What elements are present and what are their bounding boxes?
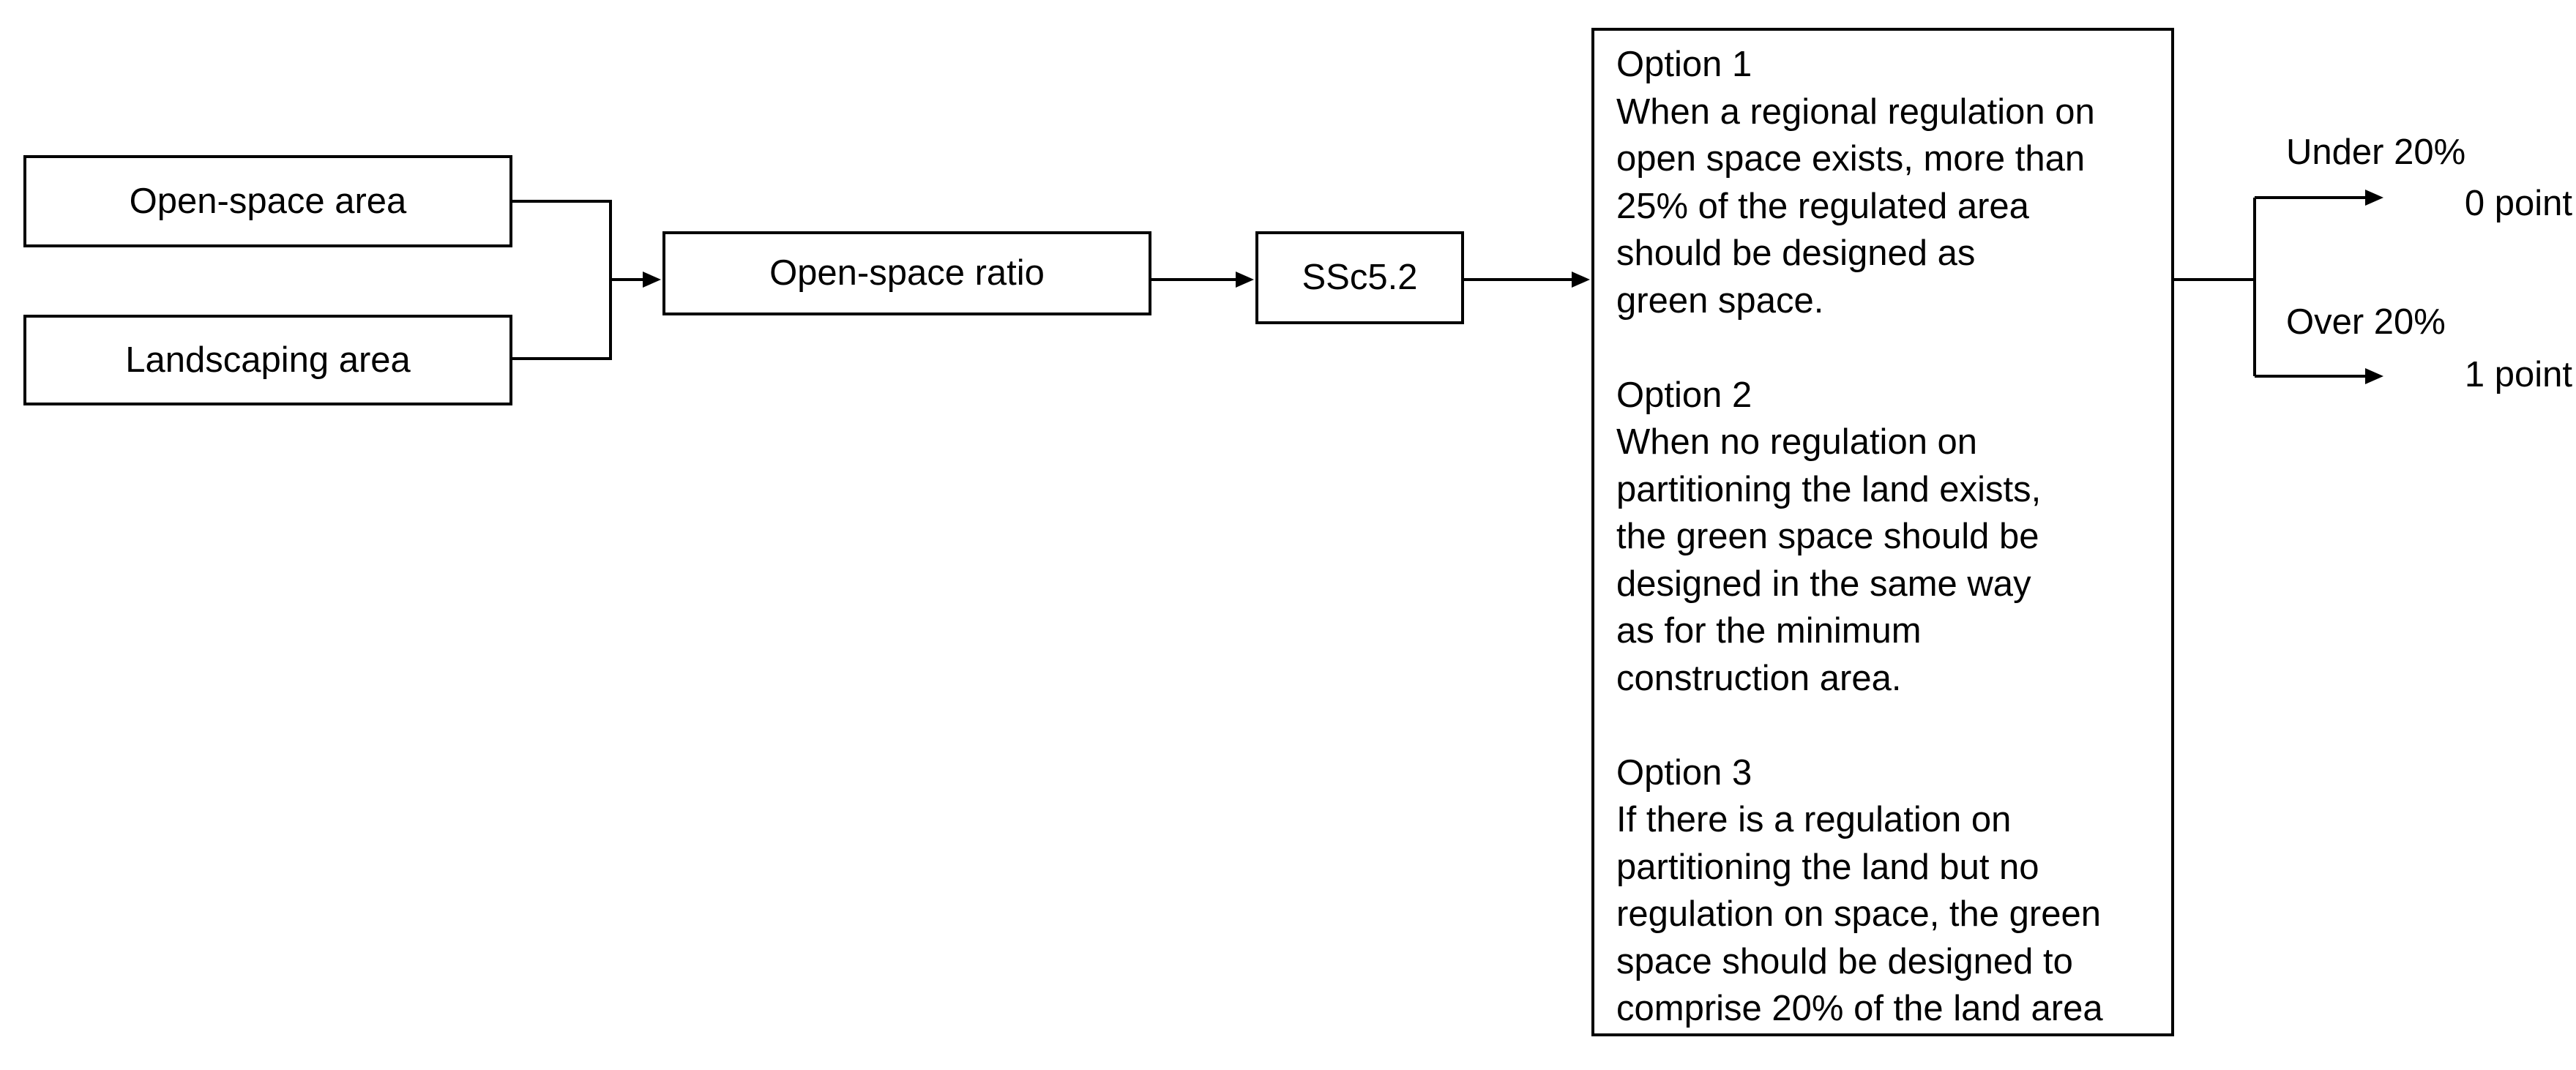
open-space-area-label: Open-space area (129, 181, 407, 221)
criterion-code-label: SSc5.2 (1302, 258, 1418, 297)
arrowhead-to-options (1572, 272, 1590, 288)
option-title: Option 3 (1616, 752, 1752, 793)
option-title: Option 1 (1616, 45, 1752, 84)
option-text-line: When no regulation on (1616, 422, 1978, 462)
open-space-ratio-label: Open-space ratio (769, 253, 1045, 293)
option-text-line: 25% of the regulated area (1616, 186, 2029, 226)
arrowhead-to-zero-point (2365, 190, 2383, 206)
option-text-line: If there is a regulation on (1616, 800, 2012, 839)
option-text-line: as for the minimum (1616, 611, 1922, 651)
options-to-outcomes-connector (2174, 196, 2366, 378)
option-text-line: green space. (1616, 280, 1824, 321)
option-text-line: should be designed as (1616, 233, 1976, 273)
under-threshold-label: Under 20% (2286, 132, 2466, 172)
option-text-line: partitioning the land but no (1616, 847, 2039, 887)
landscaping-area-label: Landscaping area (125, 340, 411, 380)
option-title: Option 2 (1616, 375, 1752, 415)
option-3: Option 3 If there is a regulation on par… (1616, 749, 2149, 1033)
open-space-ratio-box: Open-space ratio (662, 231, 1151, 315)
landscaping-area-box: Landscaping area (23, 315, 512, 405)
option-1: Option 1 When a regional regulation on o… (1616, 41, 2149, 324)
criterion-code-box: SSc5.2 (1255, 231, 1464, 324)
option-text-line: the green space should be (1616, 517, 2039, 556)
one-point-label: 1 point (2464, 355, 2572, 394)
options-box: Option 1 When a regional regulation on o… (1591, 28, 2174, 1036)
option-text-line: construction area. (1616, 658, 1902, 698)
option-text-line: When a regional regulation on (1616, 91, 2095, 132)
option-text-line: space should be designed to (1616, 941, 2073, 981)
option-text-line: regulation on space, the green (1616, 894, 2101, 934)
over-threshold-label: Over 20% (2286, 302, 2446, 342)
option-2: Option 2 When no regulation on partition… (1616, 372, 2149, 703)
open-space-area-box: Open-space area (23, 155, 512, 247)
arrowhead-to-ratio (643, 272, 661, 288)
option-text-line: open space exists, more than (1616, 139, 2086, 179)
merge-connector (512, 200, 644, 360)
option-text-line: designed in the same way (1616, 564, 2031, 604)
zero-point-label: 0 point (2464, 184, 2572, 223)
option-text-line: partitioning the land exists, (1616, 469, 2042, 509)
option-text-line: comprise 20% of the land area (1616, 989, 2103, 1028)
arrowhead-to-criterion (1236, 272, 1254, 288)
arrowhead-to-one-point (2365, 368, 2383, 384)
